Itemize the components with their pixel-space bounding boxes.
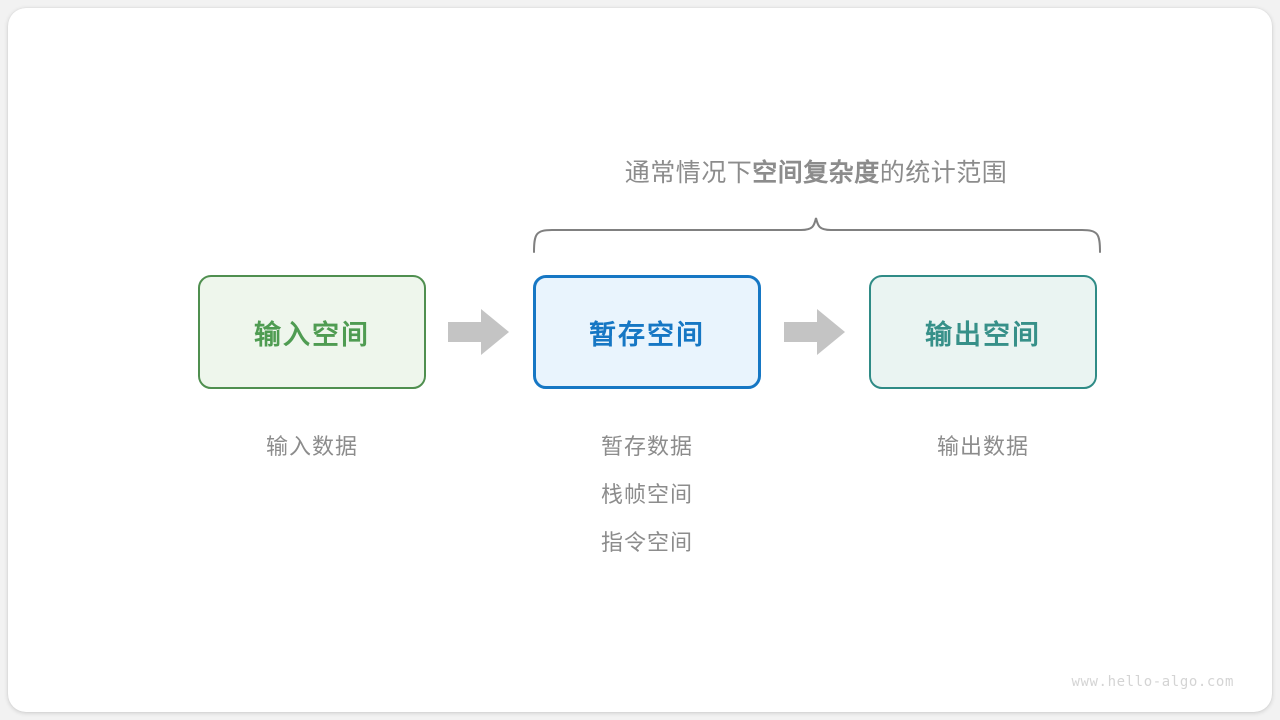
- box-temp-space-label: 暂存空间: [589, 319, 705, 350]
- caption-line: 输入数据: [265, 434, 358, 459]
- caption-line: 指令空间: [600, 530, 693, 555]
- diagram-card: 通常情况下空间复杂度的统计范围 输入空间 暂存空间 输出空间 输入数据 暂存数据: [8, 8, 1272, 712]
- caption-output-space: 输出数据: [869, 431, 1097, 479]
- caption-line: 暂存数据: [600, 434, 693, 459]
- caption-input-space: 输入数据: [198, 431, 426, 479]
- box-output-space: 输出空间: [869, 275, 1097, 389]
- watermark: www.hello-algo.com: [1071, 674, 1234, 690]
- block-arrow-right-icon: [448, 309, 509, 355]
- box-input-space: 输入空间: [198, 275, 426, 389]
- box-output-space-label: 输出空间: [925, 319, 1041, 350]
- brace-caption: 通常情况下空间复杂度的统计范围: [533, 153, 1099, 189]
- block-arrow-right-icon: [784, 309, 845, 355]
- curly-brace-up-icon: [533, 217, 1101, 253]
- brace-caption-emphasis: 空间复杂度: [752, 159, 880, 187]
- box-input-space-label: 输入空间: [254, 319, 370, 350]
- box-temp-space: 暂存空间: [533, 275, 761, 389]
- brace-caption-suffix: 的统计范围: [879, 159, 1008, 187]
- brace-caption-prefix: 通常情况下: [624, 159, 753, 187]
- caption-line: 栈帧空间: [600, 482, 693, 507]
- caption-temp-space: 暂存数据 栈帧空间 指令空间: [533, 431, 761, 575]
- caption-line: 输出数据: [936, 434, 1029, 459]
